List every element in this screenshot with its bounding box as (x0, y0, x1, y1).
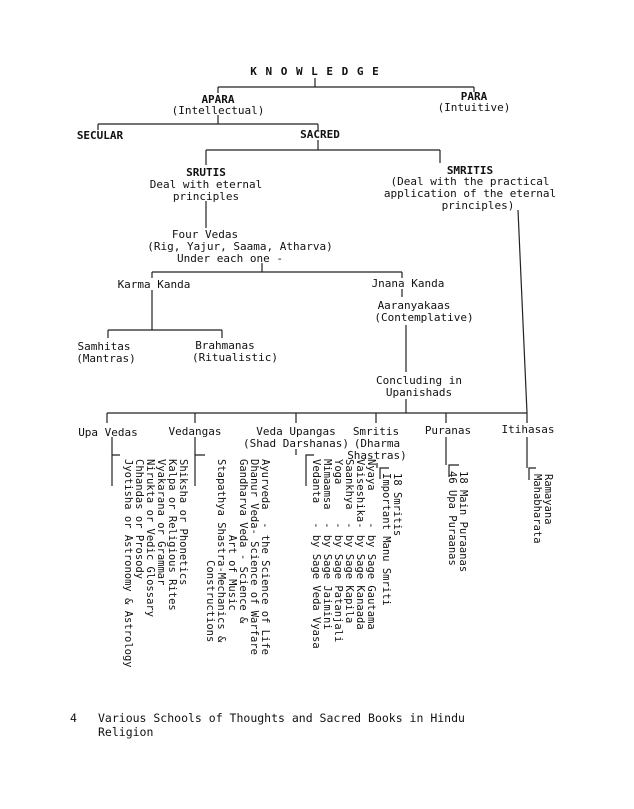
caption-line2: Religion (98, 725, 154, 739)
node-aaranyakaas-line2: (Contemplative) (374, 311, 474, 324)
list-item: Nyaya - by Sage Gautama (365, 459, 377, 630)
node-vedas-line1: Four Vedas (171, 228, 239, 241)
figure-caption: 4 Various Schools of Thoughts and Sacred … (70, 711, 465, 739)
node-brahmanas-line2: (Ritualistic) (191, 351, 279, 364)
category-shad-darshanas: (Shad Darshanas) (243, 437, 349, 450)
node-apara-title: APARA (201, 93, 235, 106)
node-smritis-line1: (Deal with the practical (390, 175, 550, 188)
node-jnana-kanda: Jnana Kanda (371, 277, 445, 290)
node-brahmanas-line1: Brahmanas (195, 339, 255, 352)
node-karma-kanda: Karma Kanda (117, 278, 191, 291)
category-vedangas: Vedangas (168, 425, 222, 438)
list-item: Chhandas or Prosody (133, 459, 145, 580)
list-vedangas: Shiksha or Phonetics Kalpa or Religious … (122, 459, 189, 668)
list-item: Yoga - by Sage Patanjali (332, 459, 344, 643)
node-srutis-line1: Deal with eternal (149, 178, 263, 191)
list-item: Stapathya Shastra-Mechanics & (215, 459, 227, 643)
node-secular: SECULAR (76, 129, 124, 142)
node-samhitas-line2: (Mantras) (76, 352, 136, 365)
list-darshanas: Nyaya - by Sage Gautama Vaiseshika- by S… (310, 459, 377, 649)
node-para-sub: (Intuitive) (437, 101, 511, 114)
category-dharma: (Dharma (353, 437, 401, 450)
list-item: Nirukta or Vedic Glossary (144, 459, 156, 618)
category-smritis: Smritis (352, 425, 400, 438)
node-smritis-line3: principles) (441, 199, 515, 212)
node-aaranyakaas-line1: Aaranyakaas (377, 299, 451, 312)
list-item: 18 Smritis (391, 473, 403, 537)
category-puranas: Puranas (424, 424, 472, 437)
node-knowledge: K N O W L E D G E (250, 65, 380, 78)
list-upa-vedas: Ayurveda - the Science of Life Dhanur Ve… (204, 459, 271, 655)
list-item: Vyakarana or Grammar (155, 459, 167, 586)
list-itihasas: Ramayana Mahabharata (531, 474, 554, 544)
node-sacred: SACRED (300, 128, 340, 141)
node-smritis-line2: application of the eternal (383, 187, 557, 200)
node-srutis-line2: principles (172, 190, 240, 203)
list-item: Ayurveda - the Science of Life (259, 459, 271, 655)
category-veda-upangas: Veda Upangas (256, 425, 336, 438)
node-vedas-line2: (Rig, Yajur, Saama, Atharva) (147, 240, 333, 253)
list-item: Vedanta - by Sage Veda Vyasa (310, 459, 322, 649)
category-upa-vedas: Upa Vedas (78, 426, 138, 439)
list-item: Art of Music (226, 459, 238, 611)
list-item: Mimaamsa - by Sage Jaimini (321, 459, 333, 630)
list-item: 18 Main Puraanas (457, 471, 469, 573)
category-shastras: Shastras) (347, 449, 407, 462)
figure-number: 4 (70, 711, 77, 725)
list-item: Jyotisha or Astronomy & Astrology (122, 459, 134, 668)
list-item: Vaiseshika- by Sage Kanaada (354, 459, 366, 630)
node-srutis-title: SRUTIS (186, 166, 226, 179)
list-item: Ramayana (542, 474, 554, 525)
node-upanishads-line2: Upanishads (385, 386, 453, 399)
list-puranas: 18 Main Puraanas 46 Upa Puraanas (446, 471, 469, 573)
list-item: Constructions (204, 459, 216, 643)
list-item: Dhanur Veda- Science of Warfare (248, 459, 260, 655)
node-upanishads-line1: Concluding in (375, 374, 463, 387)
list-item: Important Manu Smriti (380, 473, 392, 606)
list-item: 46 Upa Puraanas (446, 471, 458, 566)
list-item: Kalpa or Religious Rites (166, 459, 178, 611)
category-itihasas: Itihasas (501, 423, 555, 436)
node-apara-sub: (Intellectual) (171, 104, 265, 117)
list-item: Mahabharata (531, 474, 543, 544)
list-item: Saankhya - by Sage Kapila (343, 459, 355, 624)
list-item: Gandharva Veda - Science & (237, 459, 249, 624)
node-vedas-line3: Under each one - (177, 252, 283, 265)
node-smritis-title: SMRITIS (446, 164, 494, 177)
node-para-title: PARA (460, 90, 488, 103)
caption-line1: Various Schools of Thoughts and Sacred B… (98, 711, 465, 725)
list-smritis: 18 Smritis Important Manu Smriti (380, 473, 403, 606)
list-item: Shiksha or Phonetics (177, 459, 189, 586)
node-samhitas-line1: Samhitas (77, 340, 131, 353)
